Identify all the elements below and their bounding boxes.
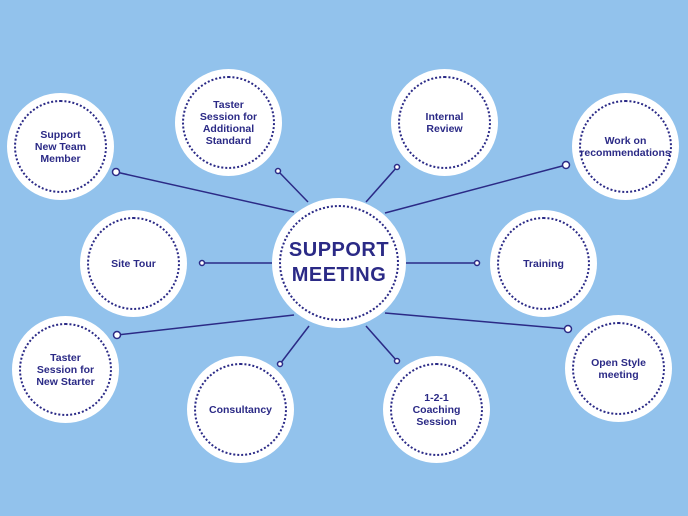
connector-end-dot [274,167,282,175]
connector-end-dot [393,163,401,171]
central-topic-label: SUPPORT MEETING [288,239,390,286]
connector-end-dot [393,357,401,365]
node-internal-review: Internal Review [391,69,498,176]
connector-taster-new-starter [116,314,295,336]
node-label: Taster Session for Additional Standard [199,98,258,147]
node-label: Taster Session for New Starter [36,351,95,388]
node-training: Training [490,210,597,317]
node-taster-session-new-starter: Taster Session for New Starter [12,316,119,423]
node-label: 1-2-1 Coaching Session [412,391,461,428]
connector-end-dot [561,160,571,170]
connector-end-dot [112,330,122,340]
node-label: Open Style meeting [591,356,646,381]
connector-end-dot [111,167,121,177]
node-consultancy: Consultancy [187,356,294,463]
connector-consultancy [279,325,310,365]
connector-end-dot [563,324,573,334]
connector-support-new-team-member [115,171,295,213]
node-coaching-session: 1-2-1 Coaching Session [383,356,490,463]
connector-end-dot [276,360,284,368]
node-label: Work on recommendations [580,134,671,159]
node-label: Internal Review [425,110,464,135]
connector-end-dot [473,259,481,267]
connector-work-on-recommendations [384,164,567,214]
node-work-on-recommendations: Work on recommendations [572,93,679,200]
central-topic-node: SUPPORT MEETING [272,198,406,328]
node-label: Training [523,257,564,270]
connector-end-dot [198,259,206,267]
node-support-new-team-member: Support New Team Member [7,93,114,200]
connector-coaching [365,325,398,362]
node-label: Consultancy [208,403,272,416]
connector-internal-review [365,166,398,203]
connector-taster-additional [277,170,309,203]
connector-open-style [384,312,569,330]
node-open-style-meeting: Open Style meeting [565,315,672,422]
node-label: Support New Team Member [34,128,87,165]
node-label: Site Tour [111,257,156,270]
node-taster-session-additional-standard: Taster Session for Additional Standard [175,69,282,176]
node-site-tour: Site Tour [80,210,187,317]
